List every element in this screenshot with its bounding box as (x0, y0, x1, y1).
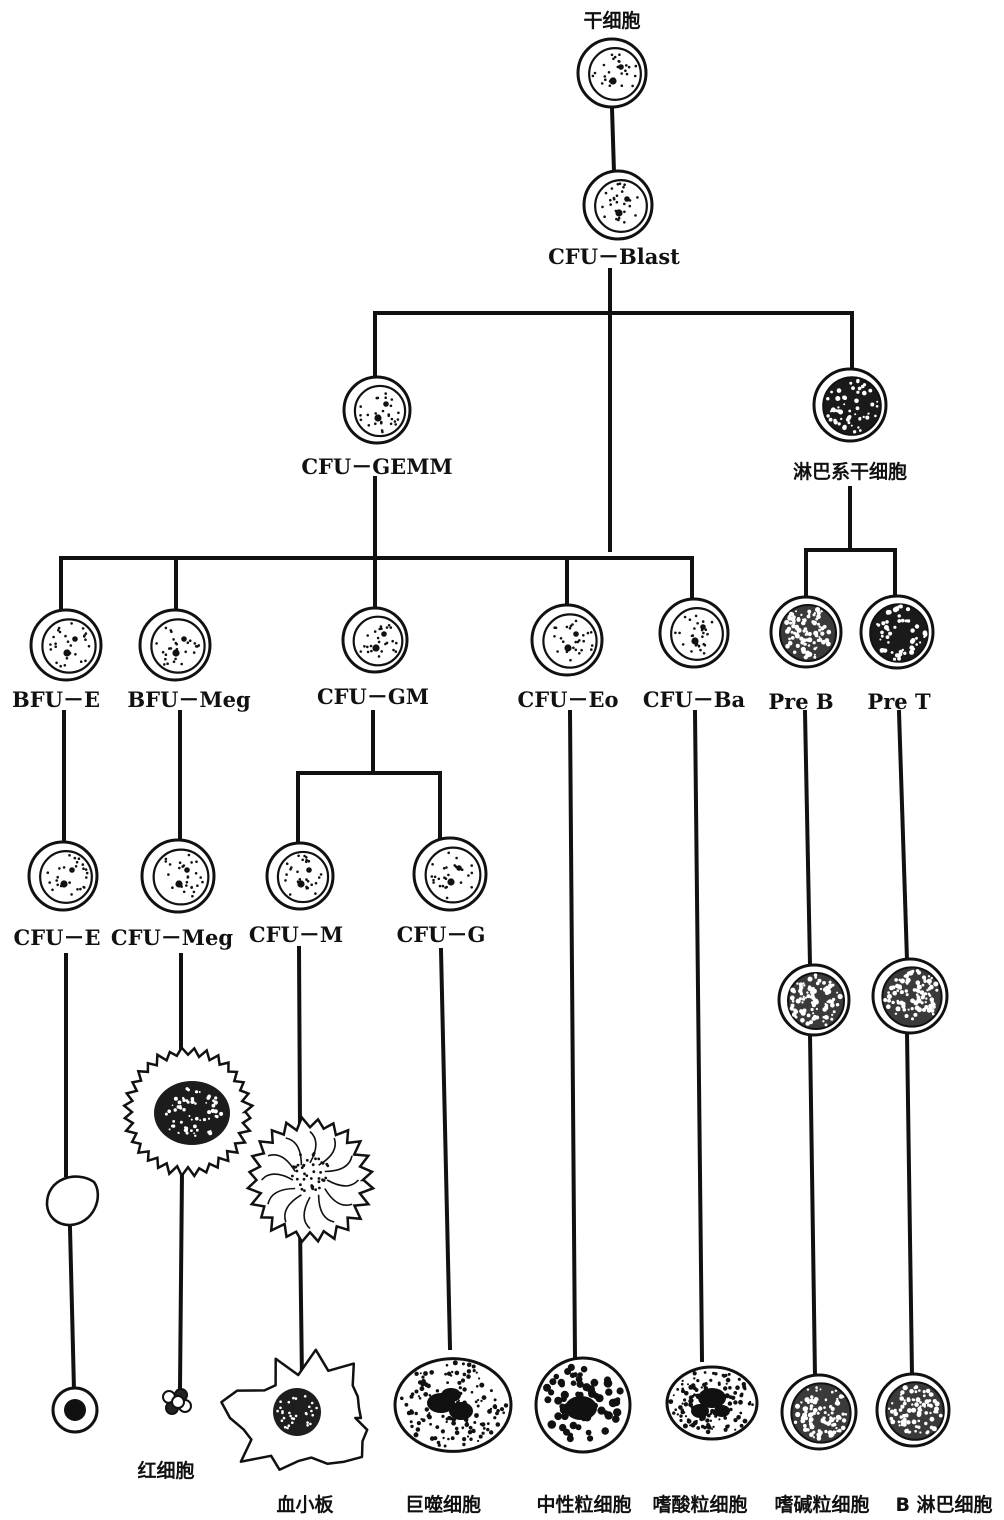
cell-bfu-meg (140, 610, 210, 680)
label-eosinophil: 中性粒细胞 (536, 1493, 631, 1516)
label-cfu-ba: CFU－Ba (643, 687, 746, 712)
cell-b-mid (779, 965, 849, 1035)
cell-t-cell (877, 1374, 949, 1446)
cell-macrophage (221, 1350, 367, 1470)
label-cfu-gemm: CFU－GEMM (301, 454, 452, 479)
connector-lines (61, 108, 912, 1390)
label-basophil: 嗜酸粒细胞 (652, 1493, 747, 1516)
cell-labels: 干细胞 CFU－Blast CFU－GEMM 淋巴系干细胞 BFU－E BFU－… (12, 9, 993, 1516)
cell-cfu-gemm (344, 377, 410, 443)
cell-platelet (163, 1389, 191, 1414)
edge-t-mid-to-t-cell (907, 1033, 912, 1375)
cell-cfu-meg (142, 840, 214, 912)
cell-cfu-blast (584, 171, 652, 239)
label-t-lymphocyte: B 淋巴细胞 (895, 1493, 992, 1516)
edge-pre-b-to-b-mid (805, 712, 810, 965)
label-neutrophil: 巨噬细胞 (405, 1493, 481, 1516)
cell-pre-b (771, 597, 841, 667)
cell-eosinophil (536, 1358, 630, 1452)
label-cfu-blast: CFU－Blast (548, 244, 680, 269)
edge-b-mid-to-b-cell (810, 1035, 815, 1377)
edge-lymphoid-bracket (806, 550, 895, 598)
cell-cfu-ba (660, 599, 728, 667)
edge-pre-t-to-t-mid (899, 712, 907, 960)
label-cfu-m: CFU－M (249, 922, 343, 947)
edge-cfu-m-to-monocyte (299, 948, 300, 1127)
cell-drawings (29, 39, 949, 1470)
cell-cfu-m (267, 843, 333, 909)
cell-stem (578, 39, 646, 107)
edge-megakaryocyte-to-platelet (180, 1172, 182, 1388)
label-macrophage: 血小板 (276, 1493, 334, 1516)
label-platelet: 红细胞 (137, 1459, 194, 1482)
edge-cfu-ba-to-basophil (695, 712, 702, 1360)
cell-basophil (667, 1367, 757, 1439)
cell-cfu-gm (343, 608, 407, 672)
cell-b-cell (782, 1375, 856, 1449)
label-cfu-meg: CFU－Meg (111, 925, 234, 950)
label-pre-b: Pre B (768, 689, 833, 714)
label-stem-cell: 干细胞 (583, 9, 640, 32)
label-b-lymphocyte: 嗜碱粒细胞 (774, 1493, 869, 1516)
edge-gm-bracket (298, 773, 440, 843)
cell-erythrocyte (53, 1388, 97, 1432)
edge-cfu-eo-to-eosinophil (570, 712, 575, 1358)
cell-cfu-eo (532, 605, 602, 675)
label-cfu-eo: CFU－Eo (518, 687, 619, 712)
label-cfu-e: CFU－E (14, 925, 101, 950)
cell-monocyte (248, 1117, 373, 1241)
label-cfu-g: CFU－G (397, 922, 486, 947)
cell-reticulocyte (47, 1177, 98, 1225)
edge-stem-to-cfu-blast (612, 108, 614, 172)
cell-lymph-stem (814, 369, 886, 441)
cell-neutrophil (395, 1359, 511, 1452)
label-pre-t: Pre T (867, 689, 931, 714)
edge-reticulocyte-to-erythrocyte (70, 1228, 74, 1390)
label-bfu-meg: BFU－Meg (127, 687, 251, 712)
edge-cfu-g-to-neutrophil (441, 950, 450, 1348)
label-bfu-e: BFU－E (12, 687, 100, 712)
edge-monocyte-to-macrophage (300, 1225, 302, 1380)
cell-cfu-g (414, 838, 486, 910)
edge-cfu-blast-bracket (375, 313, 852, 378)
cell-cfu-e (29, 842, 97, 910)
cell-megakaryocyte (124, 1048, 252, 1176)
cell-t-mid (873, 959, 947, 1033)
cell-bfu-e (31, 610, 101, 680)
label-cfu-gm: CFU－GM (317, 684, 429, 709)
label-lymphoid-stem-cell: 淋巴系干细胞 (793, 460, 907, 483)
cell-pre-t (861, 596, 933, 668)
